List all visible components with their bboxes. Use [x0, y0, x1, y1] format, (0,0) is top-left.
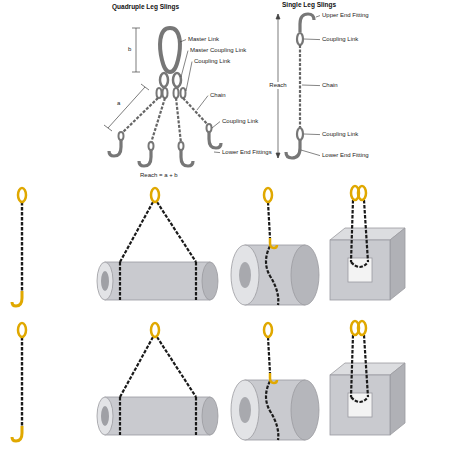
leader-line — [302, 85, 320, 87]
quadruple-sling-part — [157, 88, 162, 98]
dimension-label: Reach — [268, 82, 287, 89]
quadruple-sling-part — [207, 124, 212, 132]
part-name: Master Link — [188, 36, 219, 43]
leader-line — [186, 62, 192, 91]
leader-line — [212, 122, 220, 128]
dimension-lines-part — [141, 84, 149, 90]
part-name: Upper End Fitting — [322, 12, 369, 19]
quadruple-sling-part — [151, 98, 165, 143]
quadruple-sling-part — [149, 142, 154, 150]
leader-line — [316, 16, 320, 17]
single-sling — [286, 14, 314, 158]
quadruple-sling-part — [139, 150, 151, 166]
dimension-lines-part — [104, 125, 112, 131]
quadruple-sling-part — [119, 132, 124, 140]
leader-line — [197, 96, 208, 110]
single-sling-part — [286, 140, 300, 158]
lifting-row — [12, 321, 405, 441]
heading: Single Leg Slings — [282, 1, 336, 9]
quadruple-sling-part — [160, 28, 180, 72]
quadruple-sling-part — [163, 88, 168, 98]
quadruple-sling-part — [183, 98, 208, 125]
single-sling-part — [300, 14, 314, 32]
quadruple-sling-part — [209, 132, 221, 148]
quadruple-sling-part — [181, 150, 193, 166]
quadruple-sling-part — [173, 73, 181, 87]
single-sling-part — [297, 33, 303, 45]
part-name: Lower End Fitting — [322, 152, 369, 159]
dimension-lines — [104, 28, 149, 131]
part-name: Chain — [322, 82, 338, 89]
quadruple-sling-part — [160, 73, 168, 87]
dimension-letter: b — [128, 46, 131, 53]
leader-line — [214, 152, 220, 154]
leader-line — [180, 40, 186, 42]
leader-line — [301, 150, 320, 156]
quadruple-sling-part — [179, 142, 184, 150]
single-sling-part — [299, 45, 301, 128]
quadruple-sling-part — [122, 98, 158, 133]
leader-line — [304, 39, 320, 41]
part-name: Coupling Link — [194, 58, 230, 65]
part-name: Chain — [210, 92, 226, 99]
heading: Quadruple Leg Slings — [112, 3, 179, 11]
reach-dimension-part — [276, 14, 280, 19]
reach-dimension-part — [276, 153, 280, 158]
quadruple-sling-part — [181, 88, 186, 98]
part-name: Lower End Fittings — [222, 149, 272, 156]
leader-line — [181, 51, 188, 77]
part-name: Coupling Link — [322, 36, 358, 43]
part-name: Master Coupling Link — [190, 47, 246, 54]
dimension-letter: a — [117, 100, 120, 107]
dimension-lines-part — [108, 87, 145, 128]
dimension-lines-part — [136, 28, 137, 72]
leader-line — [304, 134, 320, 136]
single-sling-part — [297, 128, 303, 140]
part-name: Coupling Link — [322, 131, 358, 138]
quadruple-sling-part — [109, 140, 121, 156]
formula: Reach = a + b — [140, 172, 178, 179]
lifting-row — [12, 186, 405, 306]
quadruple-sling-part — [176, 98, 181, 143]
quadruple-sling-part — [174, 88, 179, 98]
part-name: Coupling Link — [222, 118, 258, 125]
